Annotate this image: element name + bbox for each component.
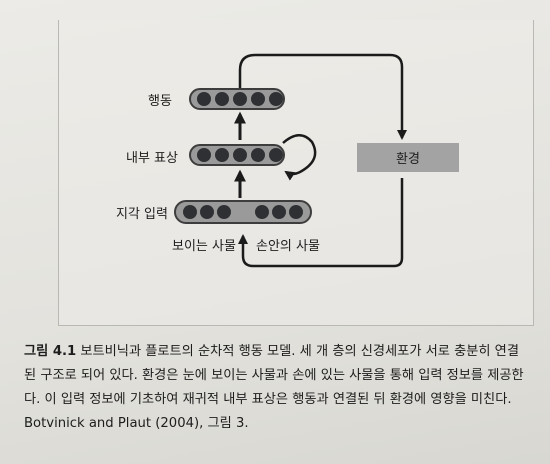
internal-unit <box>269 148 283 162</box>
caption-text: 보트비닉과 플로트의 순차적 행동 모델. 세 개 층의 신경세포가 서로 충분… <box>24 344 524 431</box>
action-to-environment-arrow <box>238 53 407 140</box>
perceptual-input-layer <box>174 200 312 224</box>
figure-caption: 그림 4.1 보트비닉과 플로트의 순차적 행동 모델. 세 개 층의 신경세포… <box>24 340 529 436</box>
action-unit <box>269 92 283 106</box>
environment-to-input-arrow <box>238 178 404 268</box>
environment-box: 환경 <box>357 143 459 172</box>
internal-unit <box>251 148 265 162</box>
internal-unit <box>197 148 211 162</box>
visible-object-unit <box>217 205 231 219</box>
recurrent-loop-arrow <box>282 134 317 181</box>
visible-object-unit <box>183 205 197 219</box>
internal-representation-layer <box>189 144 285 166</box>
visible-objects-label: 보이는 사물 <box>172 239 236 254</box>
internal-unit <box>233 148 247 162</box>
hand-objects-label: 손안의 사물 <box>256 239 320 254</box>
hand-object-unit <box>272 205 286 219</box>
visible-object-unit <box>200 205 214 219</box>
perceptual-input-label: 지각 입력 <box>116 207 168 222</box>
action-unit <box>215 92 229 106</box>
hand-object-unit <box>255 205 269 219</box>
environment-label: 환경 <box>396 152 420 167</box>
action-label: 행동 <box>148 94 172 109</box>
action-layer <box>189 88 285 110</box>
action-unit <box>233 92 247 106</box>
internal-unit <box>215 148 229 162</box>
internal-representation-label: 내부 표상 <box>126 151 178 166</box>
figure-number: 그림 4.1 <box>24 344 77 359</box>
action-unit <box>197 92 211 106</box>
hand-object-unit <box>289 205 303 219</box>
action-unit <box>251 92 265 106</box>
